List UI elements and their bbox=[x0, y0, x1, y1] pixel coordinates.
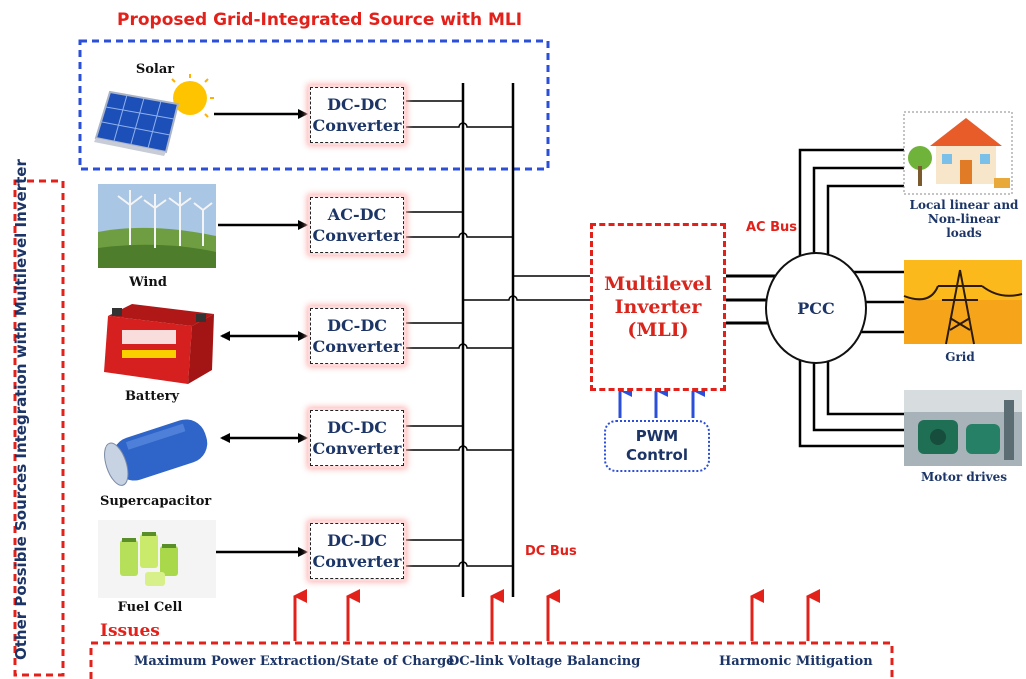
motor-icon bbox=[904, 390, 1022, 466]
converter-bus-wires bbox=[402, 100, 513, 567]
proposed-frame bbox=[78, 39, 550, 171]
converter-line1: DC-DC bbox=[327, 95, 387, 114]
converter-line2: Converter bbox=[312, 552, 402, 571]
load-label-grid: Grid bbox=[945, 350, 975, 364]
converter-battery: DC-DC Converter bbox=[310, 308, 404, 364]
converter-line1: DC-DC bbox=[327, 418, 387, 437]
converter-fuel-cell: DC-DC Converter bbox=[310, 523, 404, 579]
battery-icon bbox=[104, 304, 214, 384]
pwm-line2: Control bbox=[625, 446, 688, 464]
ac-bus-label: AC Bus bbox=[746, 220, 798, 235]
pcc-label: PCC bbox=[797, 298, 835, 318]
issues-frame bbox=[89, 641, 894, 679]
source-label-fuel-cell: Fuel Cell bbox=[117, 600, 183, 615]
side-label: Other Possible Sources Integration with … bbox=[12, 159, 30, 660]
diagram-title: Proposed Grid-Integrated Source with MLI bbox=[117, 10, 523, 30]
converter-line1: AC-DC bbox=[327, 205, 387, 224]
load-local-line3: loads bbox=[946, 226, 982, 240]
converter-line2: Converter bbox=[312, 337, 402, 356]
issue-arrows bbox=[293, 589, 820, 641]
converter-line1: DC-DC bbox=[327, 316, 387, 335]
converter-solar: DC-DC Converter bbox=[310, 87, 404, 143]
mli-line3: (MLI) bbox=[627, 318, 689, 341]
converter-line2: Converter bbox=[312, 439, 402, 458]
source-label-wind: Wind bbox=[129, 275, 167, 290]
mli-line1: Multilevel bbox=[604, 272, 712, 295]
issue-dc-link: DC-link Voltage Balancing bbox=[448, 654, 641, 669]
load-label-local: Local linear and Non-linear loads bbox=[908, 198, 1020, 240]
issue-harmonic: Harmonic Mitigation bbox=[719, 654, 873, 669]
issue-mppt: Maximum Power Extraction/State of Charge bbox=[134, 654, 455, 669]
dc-bus-label: DC Bus bbox=[525, 544, 577, 559]
converter-wind: AC-DC Converter bbox=[310, 197, 404, 253]
wind-turbine-icon bbox=[98, 184, 216, 268]
source-label-battery: Battery bbox=[124, 389, 180, 404]
converter-line1: DC-DC bbox=[327, 531, 387, 550]
pwm-line1: PWM bbox=[635, 427, 679, 445]
fuel-cell-icon bbox=[98, 520, 216, 598]
solar-panel-icon bbox=[94, 74, 214, 156]
side-frame bbox=[13, 179, 65, 677]
house-icon bbox=[903, 111, 1013, 195]
multilevel-inverter-block: Multilevel Inverter (MLI) bbox=[590, 223, 726, 391]
source-label-supercapacitor: Supercapacitor bbox=[100, 494, 212, 509]
converter-supercapacitor: DC-DC Converter bbox=[310, 410, 404, 466]
source-label-solar: Solar bbox=[135, 62, 175, 77]
transmission-tower-icon bbox=[903, 260, 1023, 345]
mli-line2: Inverter bbox=[614, 295, 702, 318]
bus-to-mli-wires bbox=[463, 275, 590, 301]
pcc-node: PCC bbox=[765, 252, 867, 364]
pwm-control-block: PWM Control bbox=[604, 420, 710, 472]
load-local-line2: Non-linear bbox=[927, 212, 1001, 226]
load-label-motor: Motor drives bbox=[921, 470, 1007, 484]
converter-line2: Converter bbox=[312, 116, 402, 135]
converter-line2: Converter bbox=[312, 226, 402, 245]
supercapacitor-icon bbox=[104, 419, 208, 486]
load-local-line1: Local linear and bbox=[909, 198, 1019, 212]
issues-heading: Issues bbox=[100, 621, 160, 641]
